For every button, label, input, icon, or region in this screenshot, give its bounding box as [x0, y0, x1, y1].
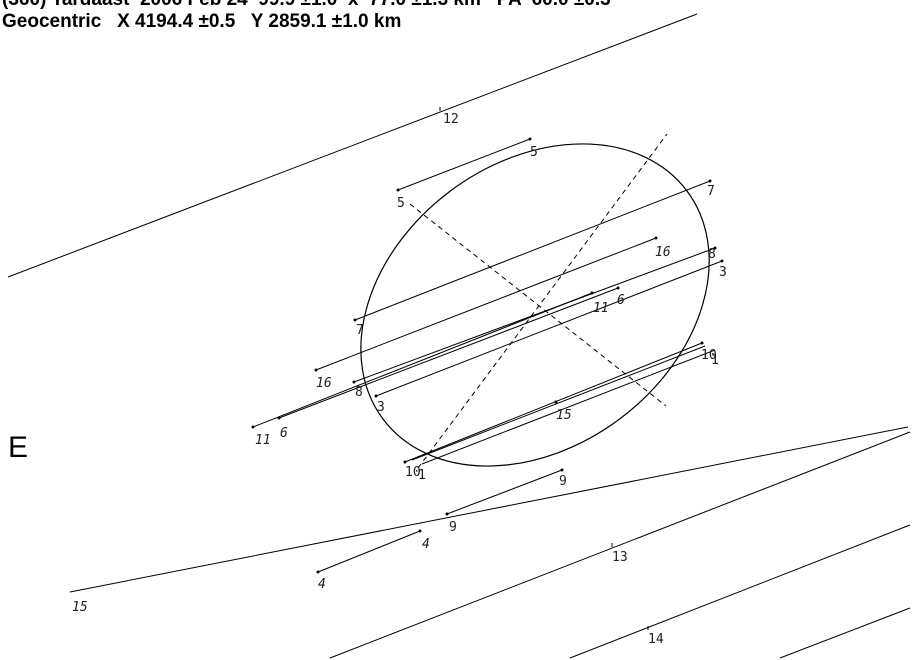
header-title-line: (360) Tardaast 2006 Feb 24 99.9 ±1.0 x 7…	[2, 0, 611, 10]
chord-label-7-start: 7	[356, 323, 364, 338]
chord-line-16	[315, 237, 657, 371]
chord-label-15-mid: 15	[556, 408, 572, 423]
chord-label-15-start: 15	[72, 600, 88, 615]
chord-label-12: 12	[443, 112, 459, 127]
chord-label-13: 13	[612, 550, 628, 565]
chord-label-4-end: 4	[422, 537, 430, 552]
chord-label-10-end: 10	[701, 348, 717, 363]
chord-label-6-start: 6	[280, 426, 288, 441]
geocentric-coordinates: Geocentric X 4194.4 ±0.5 Y 2859.1 ±1.0 k…	[2, 11, 402, 32]
chord-label-1-start: 1	[418, 468, 426, 483]
chord-label-16-end: 16	[655, 245, 671, 260]
chord-label-3-end: 3	[719, 265, 727, 280]
fitted-profile-ellipse	[360, 143, 710, 467]
chord-label-16-start: 16	[316, 376, 332, 391]
chord-line-10b	[411, 345, 706, 461]
chord-line-5	[397, 138, 531, 191]
chord-label-8-end: 8	[708, 247, 716, 262]
chord-label-7-end: 7	[707, 184, 715, 199]
chord-label-4-start: 4	[318, 577, 326, 592]
chord-line-12	[7, 13, 698, 278]
chord-endpoints	[251, 137, 724, 574]
ellipse-minor-axis	[409, 203, 667, 407]
chord-line-15	[69, 426, 909, 593]
chord-label-5-start: 5	[397, 196, 405, 211]
chord-label-14: 14	[648, 632, 664, 647]
chord-line-1	[421, 349, 716, 465]
chord-line-11	[252, 292, 593, 428]
chord-label-9-start: 9	[449, 520, 457, 535]
chord-label-10-start: 10	[405, 465, 421, 480]
ellipse-major-axis	[417, 133, 668, 469]
chord-line-8	[353, 247, 716, 383]
chord-label-11-end: 11	[593, 301, 609, 316]
chord-label-5-end: 5	[530, 145, 538, 160]
chord-label-3-start: 3	[377, 400, 385, 415]
chord-line-13	[329, 431, 911, 659]
chord-line-3	[375, 260, 723, 397]
east-direction-label: E	[8, 431, 29, 464]
chord-line-9	[446, 469, 563, 515]
chord-label-9-end: 9	[559, 474, 567, 489]
chord-label-1-end: 1	[711, 353, 719, 368]
chord-label-11-start: 11	[255, 433, 271, 448]
chord-line-4	[317, 530, 421, 573]
chord-line-6	[278, 287, 619, 419]
chord-label-8-start: 8	[355, 385, 363, 400]
chord-line-extra	[779, 607, 911, 659]
chord-label-6-end: 6	[617, 293, 625, 308]
chord-line-10	[404, 342, 703, 463]
chord-line-7	[354, 180, 711, 321]
chord-line-14	[569, 524, 911, 659]
